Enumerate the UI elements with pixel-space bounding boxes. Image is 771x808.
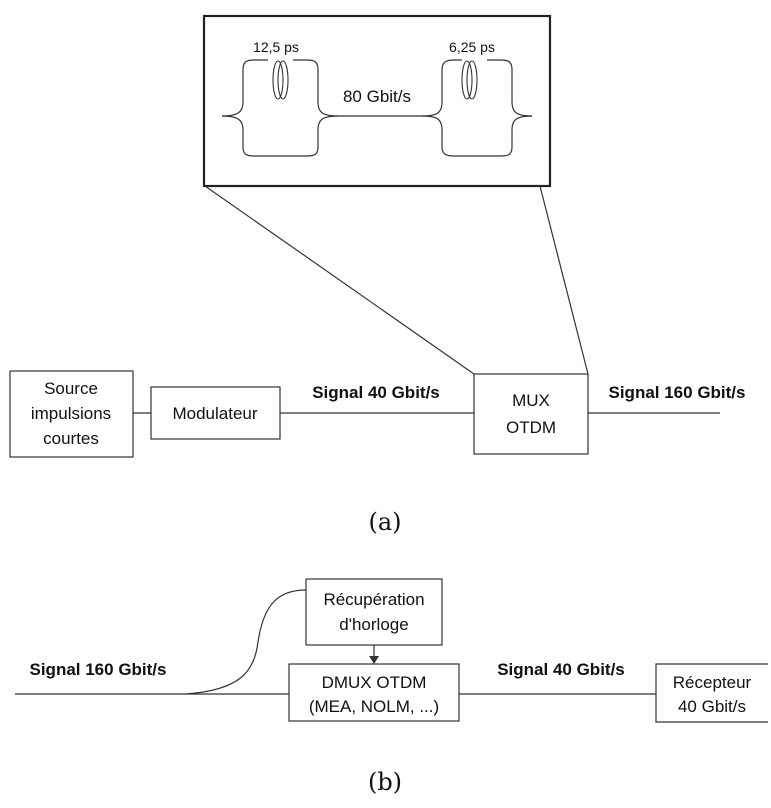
caption-b: (b)	[368, 768, 402, 796]
receiver-label-line1: Récepteur	[673, 673, 752, 692]
modulator-label: Modulateur	[172, 404, 257, 423]
demux-label-line2: (MEA, NOLM, ...)	[309, 697, 439, 716]
receiver-box	[655, 663, 768, 723]
clock-recovery-box	[305, 578, 443, 646]
signal-40-label-a: Signal 40 Gbit/s	[312, 383, 440, 402]
left-delay-loop-top	[221, 59, 462, 117]
right-fiber-coil-icon	[461, 60, 478, 100]
receiver-label-line2: 40 Gbit/s	[678, 697, 746, 716]
demux-box	[288, 663, 460, 722]
delay-label-right: 6,25 ps	[449, 39, 495, 55]
clock-label-line2: d'horloge	[339, 615, 408, 634]
delay-label-left: 12,5 ps	[253, 39, 299, 55]
right-delay-loop-bottom	[422, 115, 533, 157]
mux-label-line1: MUX	[512, 391, 550, 410]
source-label-line3: courtes	[43, 429, 99, 448]
signal-160-label-a: Signal 160 Gbit/s	[609, 383, 746, 402]
source-label-line2: impulsions	[31, 404, 111, 423]
demux-label-line1: DMUX OTDM	[322, 673, 427, 692]
caption-a: (a)	[368, 508, 401, 536]
left-fiber-coil-icon	[272, 60, 289, 100]
zoom-projection-left	[204, 185, 475, 375]
mux-box	[473, 373, 589, 455]
source-label-line1: Source	[44, 379, 98, 398]
mux-zoom-box	[202, 14, 552, 188]
left-delay-loop-bottom	[221, 115, 339, 157]
right-delay-loop-top	[487, 59, 533, 117]
signal-160-label-b: Signal 160 Gbit/s	[30, 660, 167, 679]
source-box	[9, 370, 134, 458]
mux-label-line2: OTDM	[506, 418, 556, 437]
clock-tap-curve	[185, 589, 307, 695]
clock-label-line1: Récupération	[323, 590, 424, 609]
zoom-rate-label: 80 Gbit/s	[343, 87, 411, 106]
modulator-box	[150, 386, 281, 440]
clock-arrow-head	[369, 656, 379, 664]
signal-40-label-b: Signal 40 Gbit/s	[497, 660, 625, 679]
zoom-projection-right	[539, 185, 589, 375]
